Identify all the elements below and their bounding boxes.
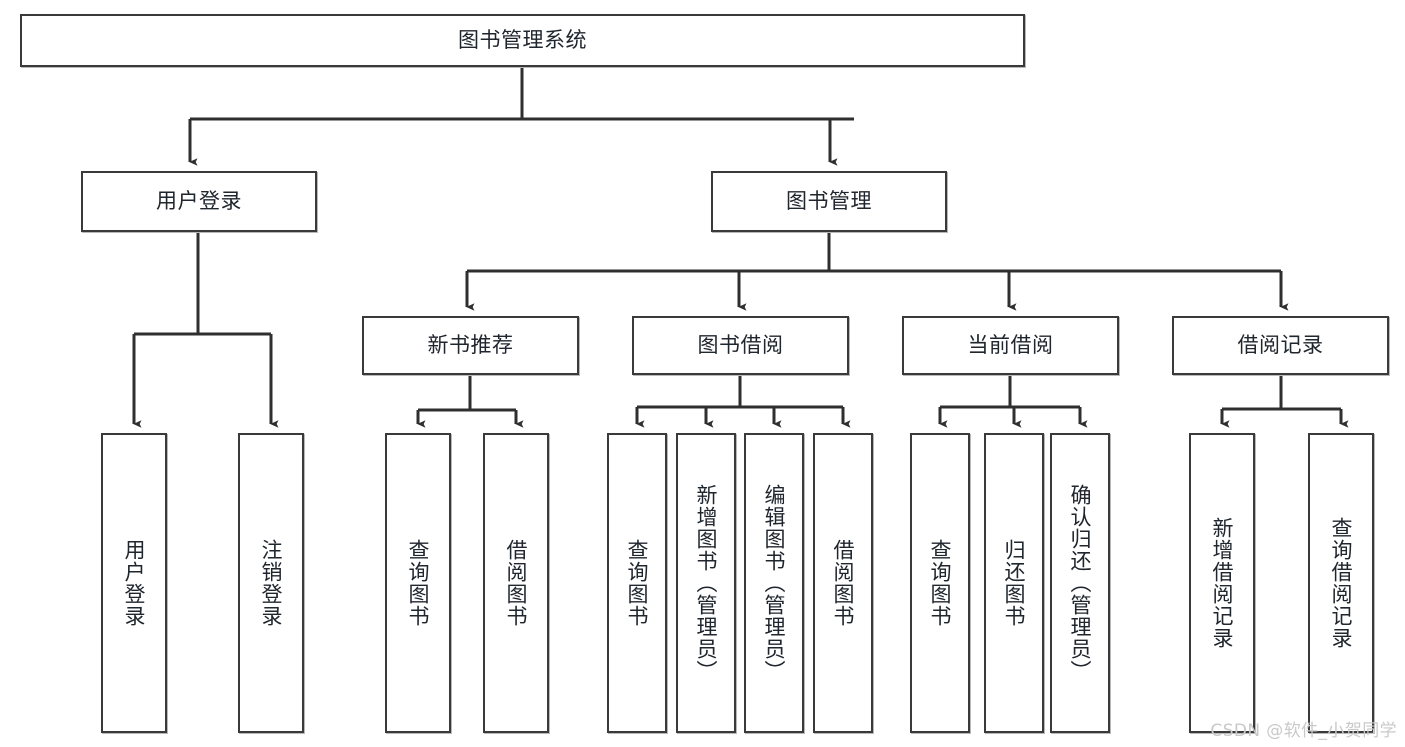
node-leaf-confirm-return-label: 确认归还（管理员） (1068, 484, 1093, 682)
node-root[interactable]: 图书管理系统 (20, 14, 1025, 67)
node-leaf-borrow-book-bb-label: 借阅图书 (831, 539, 856, 627)
node-leaf-query-book-rec-label: 查询图书 (406, 539, 431, 627)
node-leaf-query-record-label: 查询借阅记录 (1329, 517, 1354, 649)
node-user-login-label: 用户登录 (156, 189, 242, 214)
node-current-borrow-label: 当前借阅 (967, 333, 1054, 358)
node-leaf-query-book-cb[interactable]: 查询图书 (910, 433, 970, 733)
node-borrow-record-label: 借阅记录 (1237, 333, 1324, 358)
node-new-book-rec-label: 新书推荐 (427, 333, 514, 358)
node-borrow-record[interactable]: 借阅记录 (1172, 316, 1389, 375)
watermark-text: CSDN @软件_小贺同学 (1210, 721, 1397, 741)
node-leaf-edit-book[interactable]: 编辑图书（管理员） (744, 433, 804, 733)
node-leaf-return-book[interactable]: 归还图书 (984, 433, 1044, 733)
node-leaf-borrow-book-bb[interactable]: 借阅图书 (813, 433, 873, 733)
node-leaf-borrow-book-rec-label: 借阅图书 (504, 539, 529, 627)
node-leaf-add-book[interactable]: 新增图书（管理员） (676, 433, 736, 733)
node-book-borrow[interactable]: 图书借阅 (632, 316, 849, 375)
node-current-borrow[interactable]: 当前借阅 (902, 316, 1119, 375)
node-leaf-add-record[interactable]: 新增借阅记录 (1189, 433, 1255, 733)
node-book-borrow-label: 图书借阅 (697, 333, 784, 358)
node-leaf-query-book-cb-label: 查询图书 (928, 539, 953, 627)
node-book-manage-label: 图书管理 (786, 189, 872, 214)
node-leaf-add-record-label: 新增借阅记录 (1210, 517, 1235, 649)
node-leaf-query-record[interactable]: 查询借阅记录 (1308, 433, 1374, 733)
node-leaf-query-book-bb-label: 查询图书 (625, 539, 650, 627)
node-leaf-user-logout-label: 注销登录 (259, 539, 284, 627)
node-leaf-edit-book-label: 编辑图书（管理员） (762, 484, 787, 682)
node-user-login[interactable]: 用户登录 (81, 171, 317, 232)
node-leaf-user-login-label: 用户登录 (122, 539, 147, 627)
node-leaf-query-book-rec[interactable]: 查询图书 (385, 433, 451, 733)
node-leaf-return-book-label: 归还图书 (1002, 539, 1027, 627)
node-leaf-user-login[interactable]: 用户登录 (101, 433, 167, 733)
node-leaf-query-book-bb[interactable]: 查询图书 (607, 433, 667, 733)
node-leaf-add-book-label: 新增图书（管理员） (694, 484, 719, 682)
node-root-label: 图书管理系统 (458, 28, 587, 53)
node-new-book-rec[interactable]: 新书推荐 (362, 316, 579, 375)
node-leaf-borrow-book-rec[interactable]: 借阅图书 (483, 433, 549, 733)
node-leaf-user-logout[interactable]: 注销登录 (238, 433, 304, 733)
node-leaf-confirm-return[interactable]: 确认归还（管理员） (1050, 433, 1110, 733)
node-book-manage[interactable]: 图书管理 (711, 171, 947, 232)
